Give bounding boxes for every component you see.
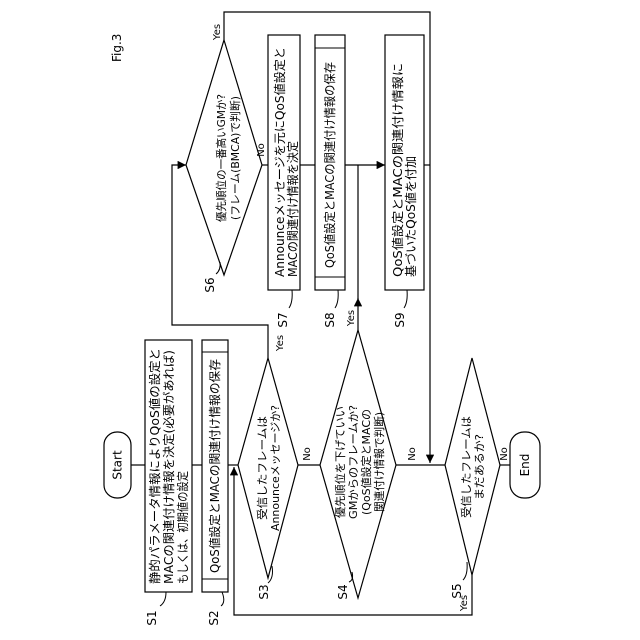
s1-text-line-1: 静的パラメータ情報によりQoS値の設定と (147, 348, 162, 584)
s1-label-leader (160, 592, 166, 606)
s2-label-leader (221, 592, 224, 606)
s7-label-leader (289, 290, 292, 308)
s1-text-line-2: MACの関連付け情報を決定(必要があれば) (161, 350, 176, 584)
s9-label-leader (404, 290, 407, 308)
s4-yes-label: Yes (346, 310, 357, 327)
s9-text-line-2: 基づいたQoS値を付加 (403, 156, 418, 277)
end-label: End (518, 454, 532, 477)
s7-step-label: S7 (276, 312, 290, 327)
s9-text-line-1: QoS値設定とMACの関連付け情報に (390, 63, 405, 277)
s1-text-line-3: もしくは、初期値の設定 (175, 471, 190, 584)
s5-no-label: No (499, 447, 510, 461)
s3-no-label: No (302, 447, 313, 461)
s6-text-line-2: (フレーム(BMCA)で判断) (228, 96, 242, 220)
s3-yes-label: Yes (275, 335, 286, 352)
s6-text-line-1: 優先順位の一番高いGMか? (214, 94, 228, 222)
s4-text-line-3: (QoS値設定とMACの (359, 409, 373, 515)
s1-step-label: S1 (145, 610, 159, 625)
s2-step-label: S2 (207, 610, 221, 625)
s4-text-line-2: GMからのフレームか? (347, 405, 360, 519)
start-label: Start (111, 450, 125, 480)
s4-text-line-4: 関連付け情報で判断) (372, 412, 386, 512)
s5-text-line-1: 受信したフレームは (460, 416, 473, 518)
s9-step-label: S9 (393, 312, 407, 327)
s8-label-leader (335, 290, 338, 308)
s8-step-label: S8 (323, 312, 337, 327)
s3-step-label: S3 (257, 584, 271, 599)
s4-text-line-1: 優先順位を下げていい (333, 406, 347, 518)
s7-text-line-2: MACの関連付け情報を決定 (285, 141, 300, 277)
s3-text-line-1: 受信したフレームは (256, 416, 269, 520)
s6-no-label: No (256, 143, 267, 157)
s4-no-label: No (407, 447, 418, 461)
s8-text-line-1: QoS値設定とMACの関連付け情報の保存 (322, 62, 337, 268)
s6-step-label: S6 (203, 277, 217, 292)
s5-step-label: S5 (450, 583, 464, 598)
figure-label: Fig.3 (110, 34, 124, 62)
s3-text-line-2: Announceメッセージか? (269, 405, 282, 531)
s5-label-leader (463, 562, 467, 580)
s2-text-line-1: QoS値設定とMACの関連付け情報の保存 (207, 359, 222, 573)
s6-yes-label: Yes (212, 24, 223, 41)
s7-text-line-1: Announceメッセージを元にQoS値設定と (272, 47, 287, 277)
s5-text-line-2: まだあるか? (473, 434, 486, 500)
s4-step-label: S4 (336, 584, 350, 599)
